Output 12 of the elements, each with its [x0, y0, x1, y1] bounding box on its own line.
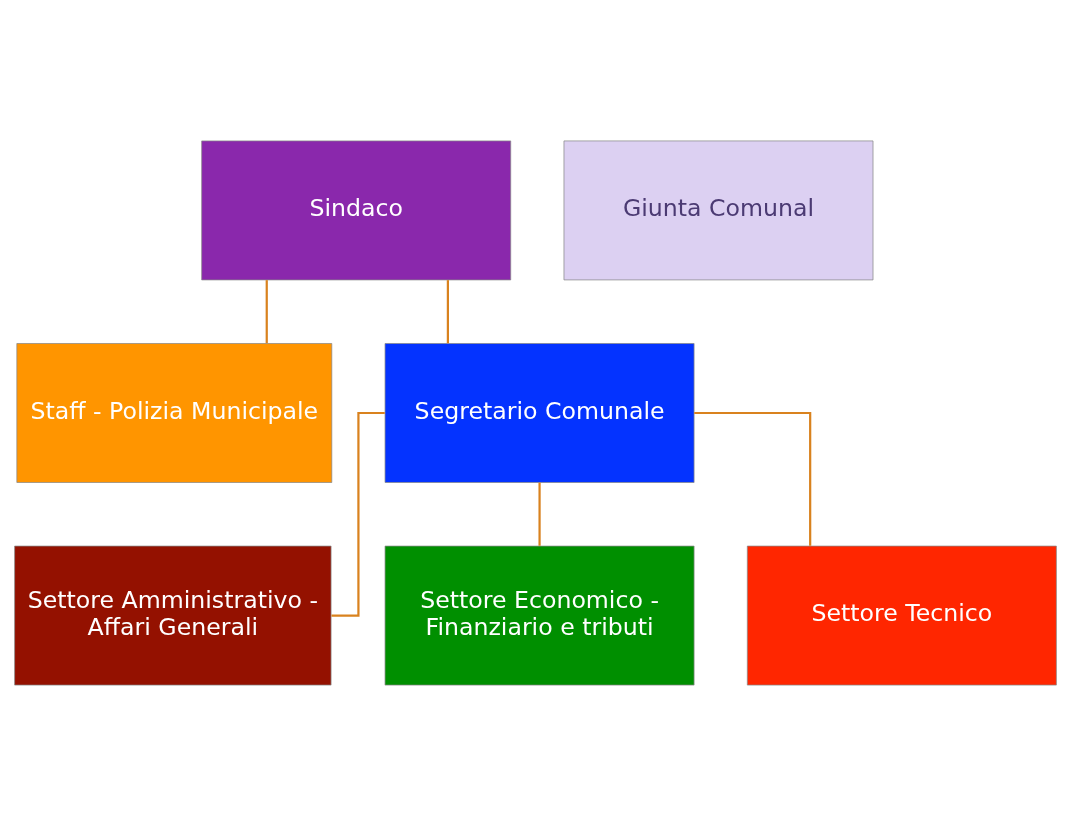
connector [331, 411, 385, 617]
connector [446, 279, 449, 343]
node-box: Segretario Comunale [384, 342, 695, 483]
node-box: Sindaco [201, 140, 512, 280]
connector [265, 279, 268, 343]
node-box: Settore Tecnico [746, 545, 1057, 685]
node-box: Settore Amministrativo - Affari Generali [14, 545, 332, 685]
connector [538, 482, 541, 546]
node-box: Giunta Comunal [563, 140, 874, 280]
node-box: Settore Economico - Finanziario e tributi [384, 545, 695, 685]
connector [694, 411, 812, 546]
node-box: Staff - Polizia Municipale [16, 342, 333, 483]
